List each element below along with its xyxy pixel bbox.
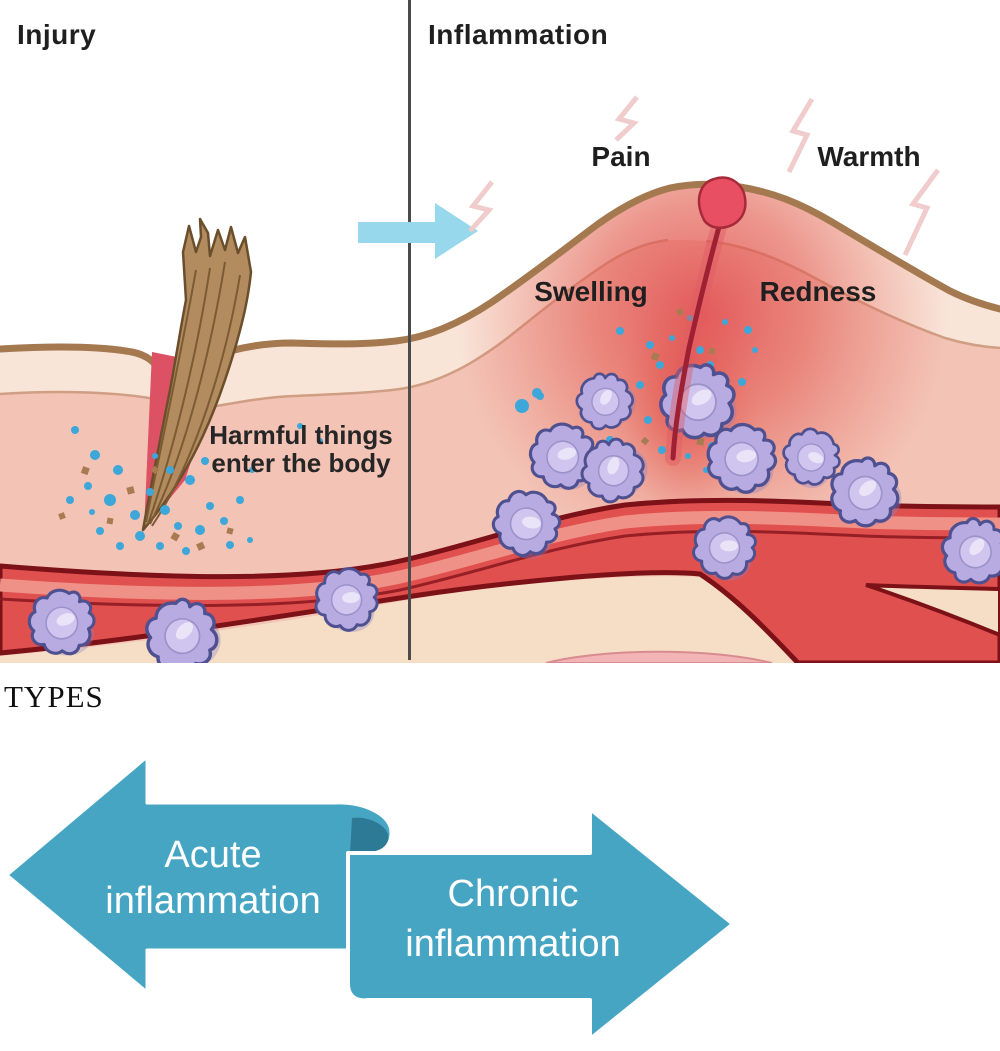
chronic-arrow-label-line2: inflammation xyxy=(405,923,620,965)
injury-inflammation-diagram: Injury Inflammation Pain Warmth Swelling… xyxy=(0,0,1000,663)
inflammation-panel-title: Inflammation xyxy=(428,19,608,50)
chronic-arrow-label-line1: Chronic xyxy=(448,873,579,915)
acute-arrow-label-line1: Acute xyxy=(164,834,261,876)
warmth-label: Warmth xyxy=(817,141,920,172)
transition-arrow-icon xyxy=(358,203,478,259)
harmful-things-caption-line1: Harmful things xyxy=(209,420,392,450)
wound-icon xyxy=(665,176,747,466)
splinter-icon xyxy=(141,217,253,532)
lightning-icon xyxy=(468,180,494,233)
lightning-icon xyxy=(614,95,639,142)
vessel-inner-line xyxy=(0,529,1000,608)
swelling-label: Swelling xyxy=(534,276,648,307)
pain-lightning-icons xyxy=(468,95,941,257)
pain-label: Pain xyxy=(591,141,650,172)
harmful-things-caption-line2: enter the body xyxy=(211,448,391,478)
panel-divider xyxy=(408,0,411,660)
chronic-inflammation-arrow xyxy=(346,807,735,1041)
harmful-particles-left xyxy=(58,423,323,555)
types-heading: TYPES xyxy=(4,679,104,714)
muscle-hint xyxy=(545,650,773,663)
injury-panel-title: Injury xyxy=(17,19,96,50)
redness-label: Redness xyxy=(760,276,877,307)
acute-arrow-label-line2: inflammation xyxy=(105,880,320,922)
lightning-icon xyxy=(902,168,941,257)
lightning-icon xyxy=(786,97,815,174)
vessel-branch-split xyxy=(865,583,1000,638)
ribbon-fold xyxy=(350,817,389,853)
types-arrows-diagram: Acute inflammation Chronic inflammation xyxy=(5,755,735,1041)
